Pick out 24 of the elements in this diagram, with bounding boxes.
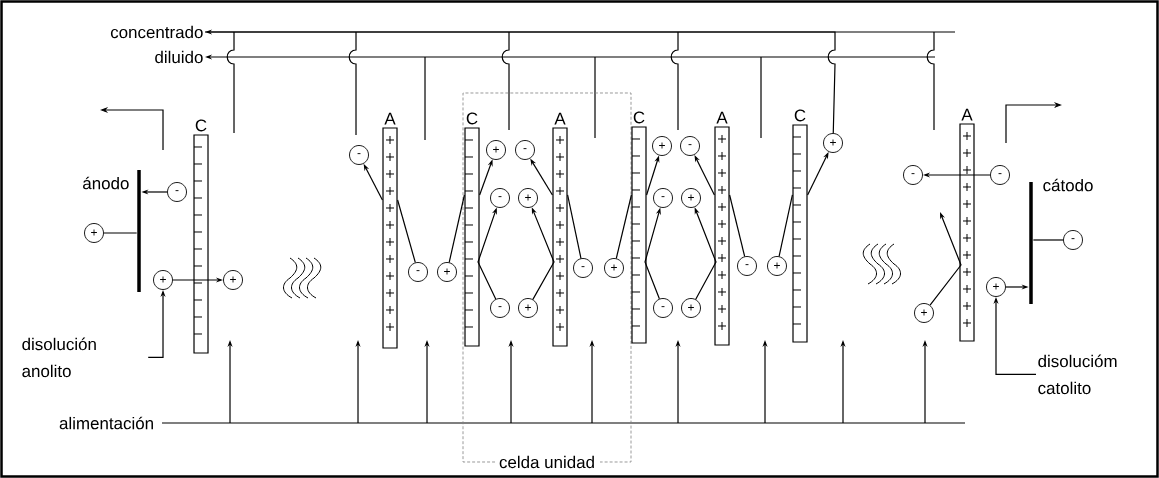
membrane: A: [959, 108, 975, 342]
membrane: A: [714, 111, 730, 346]
flow-label: diluido: [155, 50, 203, 64]
node-label: C: [195, 119, 207, 132]
solution-label: disolución anolito: [22, 337, 96, 378]
node-label: A: [384, 112, 396, 125]
solution-label: disolucióm catolito: [1038, 354, 1117, 395]
node-label: A: [554, 112, 566, 125]
unit-cell-label: celda unidad: [497, 453, 598, 471]
feed-label: alimentación: [59, 416, 153, 430]
node-label: cátodo: [1043, 178, 1093, 192]
node-label: C: [466, 112, 478, 125]
membrane: C: [464, 112, 480, 347]
node-label: C: [794, 109, 806, 122]
membrane: C: [631, 111, 647, 344]
membrane: C: [193, 119, 209, 354]
membrane: A: [382, 112, 398, 349]
flow-label: concentrado: [110, 25, 203, 39]
node-label: A: [961, 108, 973, 121]
node-label: C: [633, 111, 645, 124]
node-label: A: [716, 111, 728, 124]
membrane: C: [792, 109, 808, 343]
node-label: ánodo: [83, 176, 129, 190]
membrane: A: [552, 112, 568, 347]
